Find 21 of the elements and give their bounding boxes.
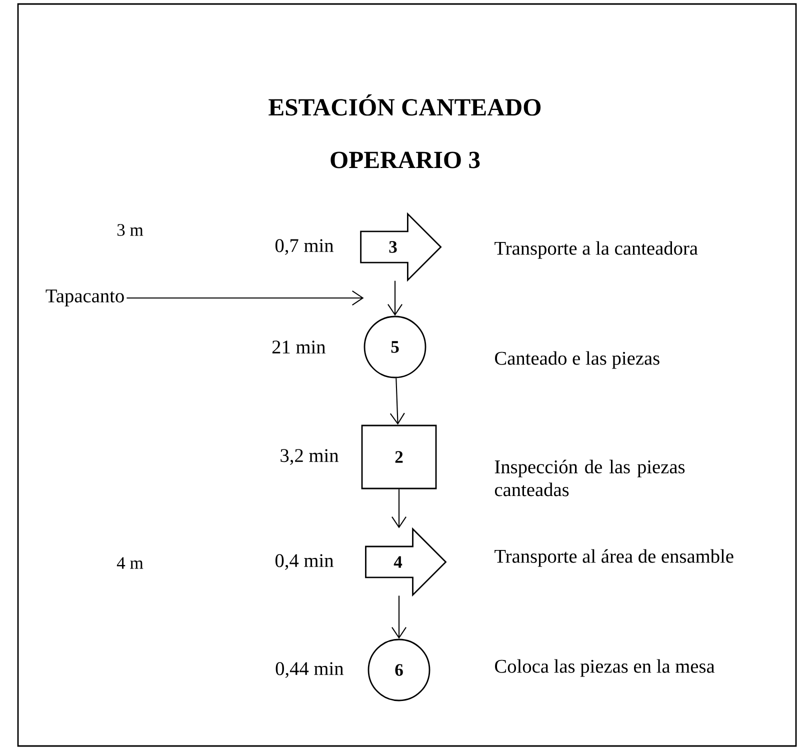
duration-label: 3,2 min [280,449,338,465]
arrow [392,489,406,528]
step-description: Transporte al área de ensamble [494,549,734,567]
duration-label: 0,44 min [276,662,344,678]
duration-label: 0,7 min [275,239,334,255]
step-description: Coloca las piezas en la mesa [495,659,715,677]
duration-label: 21 min [272,340,326,354]
distance-label: 3 m [117,224,144,236]
step-description: Inspección de las piezas canteadas [494,460,685,496]
inspection-box: 2 [361,424,437,490]
duration-label: 0,4 min [275,554,334,570]
arrow [392,596,406,639]
arrow [390,378,405,425]
distance-label: 4 m [116,557,144,569]
arrow [126,290,364,306]
title: ESTACIÓN CANTEADO [268,94,541,116]
step-description: Canteado e las piezas [495,351,660,369]
arrow [388,280,402,316]
step-description: Transporte a la canteadora [494,241,698,259]
subtitle: OPERARIO 3 [330,152,480,168]
input-label: Tapacanto [46,290,124,306]
